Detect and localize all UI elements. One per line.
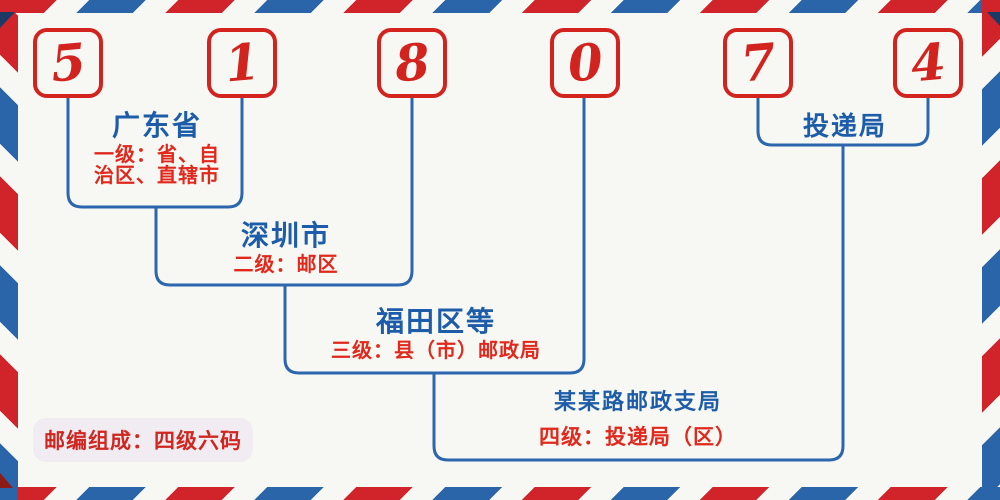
level-1-label: 广东省 一级：省、自 治区、直辖市: [57, 111, 257, 187]
digit-box-6: 4: [893, 28, 963, 98]
level-1-subtitle-line-2: 治区、直辖市: [94, 165, 220, 188]
airmail-border-bottom: [0, 487, 1000, 500]
digit-value-3: 8: [392, 31, 432, 94]
digit-box-2: 1: [207, 28, 277, 98]
footer-badge-text: 邮编组成：四级六码: [44, 430, 242, 453]
level-1-subtitle: 一级：省、自 治区、直辖市: [57, 145, 257, 187]
digit-box-1: 5: [33, 28, 103, 98]
level-3-label: 福田区等 三级：县（市）邮政局: [311, 307, 561, 362]
level-4-label: 某某路邮政支局 四级：投递局（区）: [493, 390, 783, 449]
airmail-border-left: [0, 0, 18, 500]
level-2-title: 深圳市: [240, 220, 331, 251]
bracket-delivery: [756, 97, 930, 147]
level-4-subtitle-line-1: 四级：投递局（区）: [539, 426, 737, 450]
digit-value-6: 4: [908, 31, 948, 94]
level-2-label: 深圳市 二级：邮区: [186, 221, 386, 276]
digit-value-2: 1: [222, 31, 262, 94]
level-1-subtitle-line-1: 一级：省、自: [94, 144, 220, 167]
digit-box-3: 8: [377, 28, 447, 98]
digit-box-5: 7: [723, 28, 793, 98]
footer-badge: 邮编组成：四级六码: [33, 418, 253, 462]
level-1-title: 广东省: [111, 110, 202, 141]
digit-box-4: 0: [550, 28, 620, 98]
level-3-title: 福田区等: [375, 306, 496, 337]
level-2-subtitle-line-1: 二级：邮区: [233, 254, 339, 277]
level-4-subtitle: 四级：投递局（区）: [493, 427, 783, 449]
level-2-subtitle: 二级：邮区: [186, 255, 386, 276]
digit-value-5: 7: [738, 31, 778, 94]
airmail-border-right: [982, 0, 1000, 500]
airmail-border-top: [0, 0, 1000, 13]
digit-value-1: 5: [48, 31, 88, 94]
level-3-subtitle: 三级：县（市）邮政局: [311, 341, 561, 362]
digit-value-4: 0: [565, 31, 605, 94]
level-4-title: 某某路邮政支局: [553, 389, 722, 414]
bracket-level-4: [432, 145, 845, 462]
level-3-subtitle-line-1: 三级：县（市）邮政局: [331, 340, 541, 363]
delivery-office-label: 投递局: [802, 111, 887, 141]
